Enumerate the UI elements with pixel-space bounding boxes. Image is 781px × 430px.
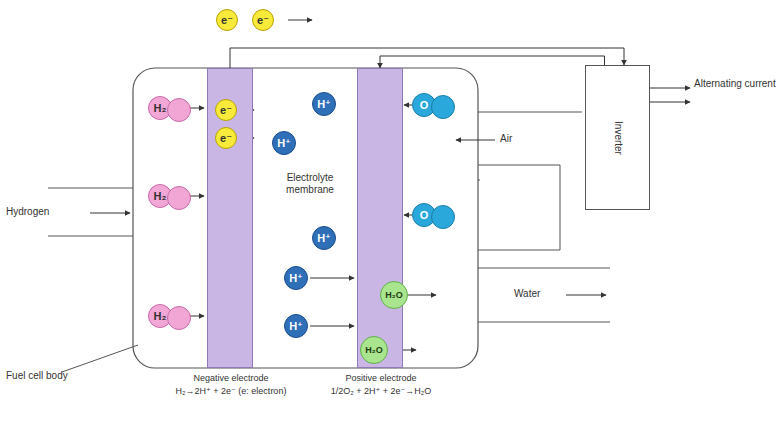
water-molecule: H₂O (360, 336, 388, 364)
cell-body (133, 68, 478, 368)
atom-circle (431, 95, 455, 119)
particle-label: H₂ (154, 310, 167, 322)
electron-wire (230, 48, 624, 68)
part-label: Electrolyte membrane (268, 172, 352, 195)
particle-label: H₂O (385, 290, 403, 300)
particle-label: H₂ (154, 102, 167, 114)
part-label: Fuel cell body (6, 370, 86, 382)
particle-label: H⁺ (289, 272, 303, 285)
particle-circle: O (412, 203, 436, 227)
particle-circle: H⁺ (284, 266, 308, 290)
particle-label: O (420, 209, 429, 221)
particle-label: e⁻ (220, 132, 232, 145)
particle-circle: H⁺ (284, 314, 308, 338)
reaction-formula: H₂→2H⁺ + 2e⁻ (e: electron) (136, 386, 326, 397)
leader-line (62, 345, 138, 372)
electrode-caption: Positive electrode 1/2O₂ + 2H⁺ + 2e⁻→H₂O (286, 373, 476, 397)
particle-label: e⁻ (257, 14, 269, 27)
part-label: Hydrogen (6, 206, 86, 218)
inverter-box: Inverter (585, 65, 650, 210)
electrode-name: Positive electrode (286, 373, 476, 384)
particle-label: H⁺ (289, 320, 303, 333)
electrode-name: Negative electrode (136, 373, 326, 384)
atom-circle (431, 205, 455, 229)
particle-label: H⁺ (277, 137, 291, 150)
reaction-formula: 1/2O₂ + 2H⁺ + 2e⁻→H₂O (286, 386, 476, 397)
part-label: Water (514, 288, 564, 300)
electrode-band: Positive electrode1/2O₂ + 2H⁺ + 2e⁻→H₂O (357, 68, 403, 368)
particle-circle: H₂ (148, 184, 172, 208)
inverter-label: Inverter (612, 121, 623, 155)
particle-label: H⁺ (317, 232, 331, 245)
particle-label: e⁻ (220, 104, 232, 117)
particle-label: e⁻ (221, 14, 233, 27)
particle-circle: H⁺ (312, 92, 336, 116)
electron-circle: e⁻ (215, 127, 237, 149)
pipes (48, 112, 610, 322)
electrode-caption: Negative electrodeH₂→2H⁺ + 2e⁻ (e: elect… (136, 373, 326, 397)
electron-wire (380, 56, 605, 68)
particle-circle: H₂ (148, 304, 172, 328)
particle-circle: O (412, 93, 436, 117)
particle-label: H⁺ (317, 98, 331, 111)
particle-circle: H⁺ (272, 131, 296, 155)
particle-circle: H₂ (148, 96, 172, 120)
particle-circle: H⁺ (312, 226, 336, 250)
part-label: Alternating current (694, 78, 776, 90)
part-label: Air (500, 133, 540, 145)
electron-circle: e⁻ (216, 9, 238, 31)
particle-label: H₂O (365, 345, 383, 355)
electron-circle: e⁻ (252, 9, 274, 31)
atom-circle (167, 186, 191, 210)
water-molecule: H₂O (380, 281, 408, 309)
particle-label: O (420, 99, 429, 111)
electron-circle: e⁻ (215, 99, 237, 121)
particle-label: H₂ (154, 190, 167, 202)
atom-circle (167, 98, 191, 122)
atom-circle (167, 306, 191, 330)
